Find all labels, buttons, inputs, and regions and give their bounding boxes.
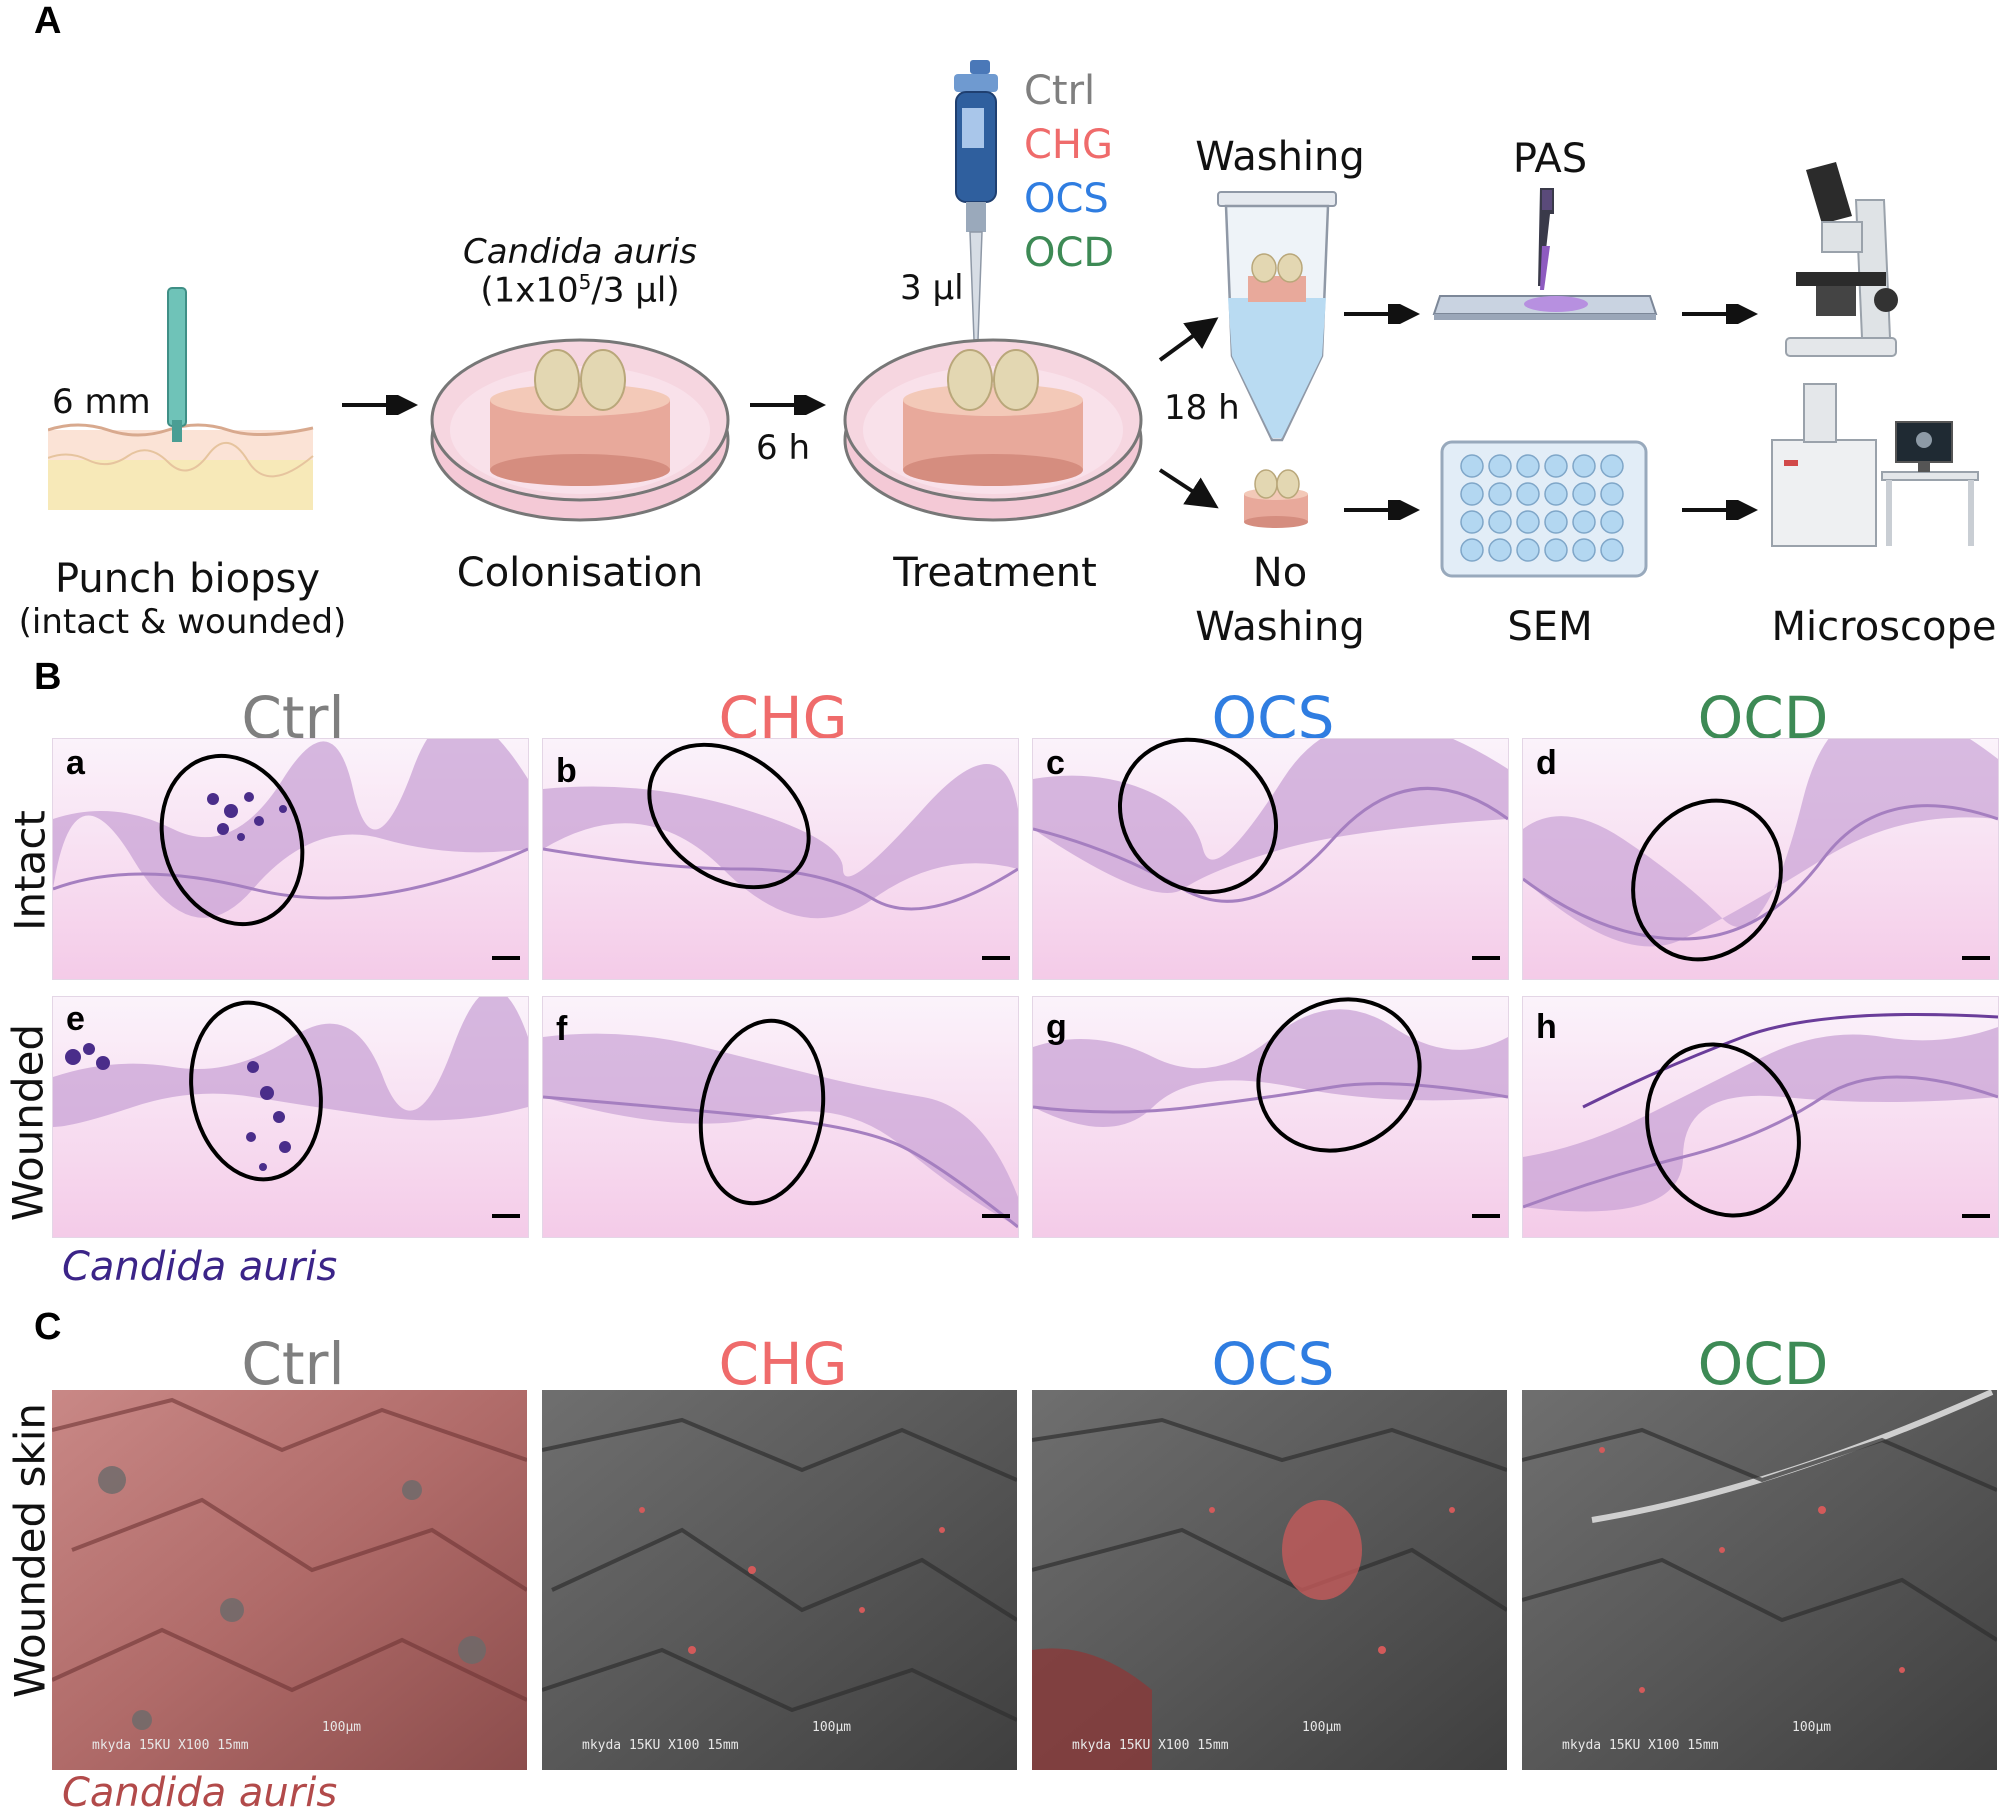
histology-image-f <box>542 996 1019 1238</box>
skin-sample-icon <box>1244 469 1308 528</box>
sem-image-ctrl: mkyda 15KU X100 15mm 100µm <box>52 1390 527 1770</box>
dose-label: (1x105/3 µl) <box>480 270 680 311</box>
petri-dish-icon <box>430 338 730 522</box>
histology-image-e <box>52 996 529 1238</box>
scale-bar <box>492 956 520 960</box>
panel-letter-a: A <box>34 0 62 42</box>
panel-letter-b: B <box>34 656 62 698</box>
histology-image-b <box>542 738 1019 980</box>
sem-info-bar: mkyda 15KU X100 15mm <box>582 1738 739 1753</box>
sem-row-wounded-skin: Wounded skin <box>5 1403 55 1699</box>
scale-bar <box>1472 1214 1500 1218</box>
sem-scale-text: 100µm <box>1792 1720 1832 1735</box>
scale-bar <box>1962 1214 1990 1218</box>
histology-legend: Candida auris <box>62 1244 338 1290</box>
tile-letter-d: d <box>1536 744 1557 782</box>
arrow-icon <box>1344 304 1420 324</box>
arrow-icon <box>1682 304 1758 324</box>
arrow-icon <box>1344 500 1420 520</box>
scale-bar <box>982 956 1010 960</box>
well-plate-icon <box>1440 440 1648 578</box>
arrow-icon <box>342 395 418 415</box>
arrow-icon <box>1682 500 1758 520</box>
biopsy-punch-icon <box>48 287 314 510</box>
pas-label: PAS <box>1512 136 1588 182</box>
sem-col-ocd: OCD <box>1697 1330 1829 1398</box>
agent-ocd: OCD <box>1024 230 1115 276</box>
colonisation-label: Colonisation <box>456 550 704 596</box>
punch-size-label: 6 mm <box>52 382 151 422</box>
pipette-icon <box>954 60 998 341</box>
arrow-icon <box>750 395 826 415</box>
tile-letter-a: a <box>66 744 85 782</box>
tile-letter-b: b <box>556 752 577 790</box>
sem-info-bar: mkyda 15KU X100 15mm <box>1072 1738 1229 1753</box>
microscope-label: Microscope <box>1771 604 1997 650</box>
histo-row-wounded: Wounded <box>3 1023 53 1222</box>
light-microscope-icon <box>1785 162 1898 357</box>
tube-icon <box>1217 191 1337 442</box>
treatment-agents-list: Ctrl CHG OCS OCD <box>1024 64 1114 280</box>
tile-letter-g: g <box>1046 1008 1067 1046</box>
agent-chg: CHG <box>1024 122 1114 168</box>
agent-ocs: OCS <box>1024 176 1109 222</box>
sem-image-chg: mkyda 15KU X100 15mm 100µm <box>542 1390 1017 1770</box>
scale-bar <box>1962 956 1990 960</box>
histology-image-g <box>1032 996 1509 1238</box>
histology-image-c <box>1032 738 1509 980</box>
sem-image-ocd: mkyda 15KU X100 15mm 100µm <box>1522 1390 1997 1770</box>
scale-bar <box>1472 956 1500 960</box>
tile-letter-e: e <box>66 1000 85 1038</box>
petri-dish-icon <box>843 338 1143 522</box>
punch-biopsy-sublabel: (intact & wounded) <box>18 602 347 642</box>
sem-legend: Candida auris <box>62 1770 338 1816</box>
sem-scale-text: 100µm <box>322 1720 362 1735</box>
agent-ctrl: Ctrl <box>1024 68 1096 114</box>
sem-info-bar: mkyda 15KU X100 15mm <box>1562 1738 1719 1753</box>
histology-image-a <box>52 738 529 980</box>
histo-row-intact: Intact <box>5 810 55 931</box>
time-6h: 6 h <box>756 428 810 468</box>
arrow-icon <box>1158 317 1219 509</box>
time-18h: 18 h <box>1164 388 1240 428</box>
histology-image-h <box>1522 996 1999 1238</box>
panel-letter-c: C <box>34 1306 62 1348</box>
sem-scale-text: 100µm <box>812 1720 852 1735</box>
sem-image-ocs: mkyda 15KU X100 15mm 100µm <box>1032 1390 1507 1770</box>
tile-letter-f: f <box>556 1010 568 1048</box>
electron-microscope-icon <box>1771 383 1979 547</box>
scale-bar <box>492 1214 520 1218</box>
no-washing-label-2: Washing <box>1195 604 1365 650</box>
washing-label: Washing <box>1195 134 1365 180</box>
no-washing-label-1: No <box>1252 550 1308 596</box>
slide-icon <box>1432 188 1658 320</box>
sem-col-chg: CHG <box>718 1330 848 1398</box>
volume-label: 3 µl <box>900 268 964 308</box>
sem-label: SEM <box>1507 604 1593 650</box>
histology-image-d <box>1522 738 1999 980</box>
tile-letter-c: c <box>1046 744 1065 782</box>
sem-scale-text: 100µm <box>1302 1720 1342 1735</box>
punch-biopsy-label: Punch biopsy <box>54 556 321 602</box>
tile-letter-h: h <box>1536 1008 1557 1046</box>
sem-col-ocs: OCS <box>1211 1330 1335 1398</box>
treatment-label: Treatment <box>893 550 1097 596</box>
candida-species-label: Candida auris <box>463 232 697 272</box>
scale-bar <box>982 1214 1010 1218</box>
sem-info-bar: mkyda 15KU X100 15mm <box>92 1738 249 1753</box>
sem-col-ctrl: Ctrl <box>241 1330 345 1398</box>
